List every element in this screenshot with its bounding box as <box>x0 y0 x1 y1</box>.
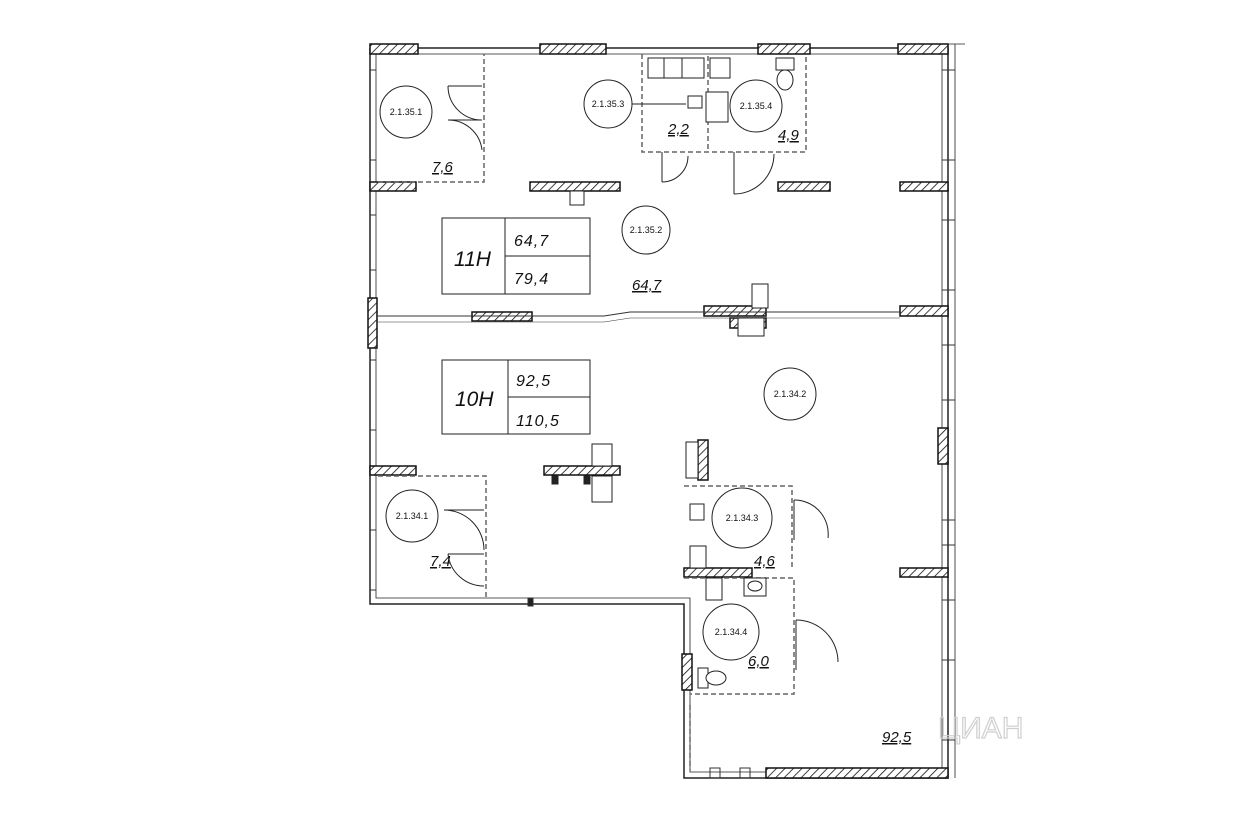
unit-summary-boxes <box>441 217 591 435</box>
room-code-circles <box>379 79 817 661</box>
room-area-2-1-34-1: 7,4 <box>430 553 451 570</box>
room-code-2-1-35-1: 2.1.35.1 <box>390 107 423 117</box>
room-area-2-1-35-1: 7,6 <box>432 159 454 176</box>
room-code-2-1-35-4: 2.1.35.4 <box>740 101 773 111</box>
unit-11-name: 11Н <box>454 248 492 271</box>
window-marks <box>370 69 955 779</box>
room-area-2-1-34-4: 6,0 <box>748 653 770 670</box>
unit-10-name: 10Н <box>455 388 494 411</box>
unit-11-area-main: 64,7 <box>514 233 549 250</box>
room-code-2-1-34-3: 2.1.34.3 <box>726 513 759 523</box>
unit-11-area-total: 79,4 <box>514 271 549 288</box>
door-swings <box>443 85 839 670</box>
room-area-2-1-34-2: 92,5 <box>882 729 912 746</box>
room-area-2-1-34-3: 4,6 <box>754 553 776 570</box>
watermark: ЦИАН <box>938 712 1023 745</box>
room-area-2-1-35-3: 2,2 <box>667 121 690 138</box>
room-code-2-1-35-3: 2.1.35.3 <box>592 99 625 109</box>
room-code-2-1-35-2: 2.1.35.2 <box>630 225 663 235</box>
room-area-2-1-35-2: 64,7 <box>632 277 662 294</box>
room-code-2-1-34-2: 2.1.34.2 <box>774 389 807 399</box>
room-area-2-1-35-4: 4,9 <box>778 127 800 144</box>
room-code-2-1-34-4: 2.1.34.4 <box>715 627 748 637</box>
room-code-2-1-34-1: 2.1.34.1 <box>396 511 429 521</box>
unit-10-area-main: 92,5 <box>516 373 551 390</box>
unit-10-area-total: 110,5 <box>516 413 560 430</box>
unit-partition <box>376 311 900 323</box>
sanitary-fixtures <box>551 57 795 689</box>
